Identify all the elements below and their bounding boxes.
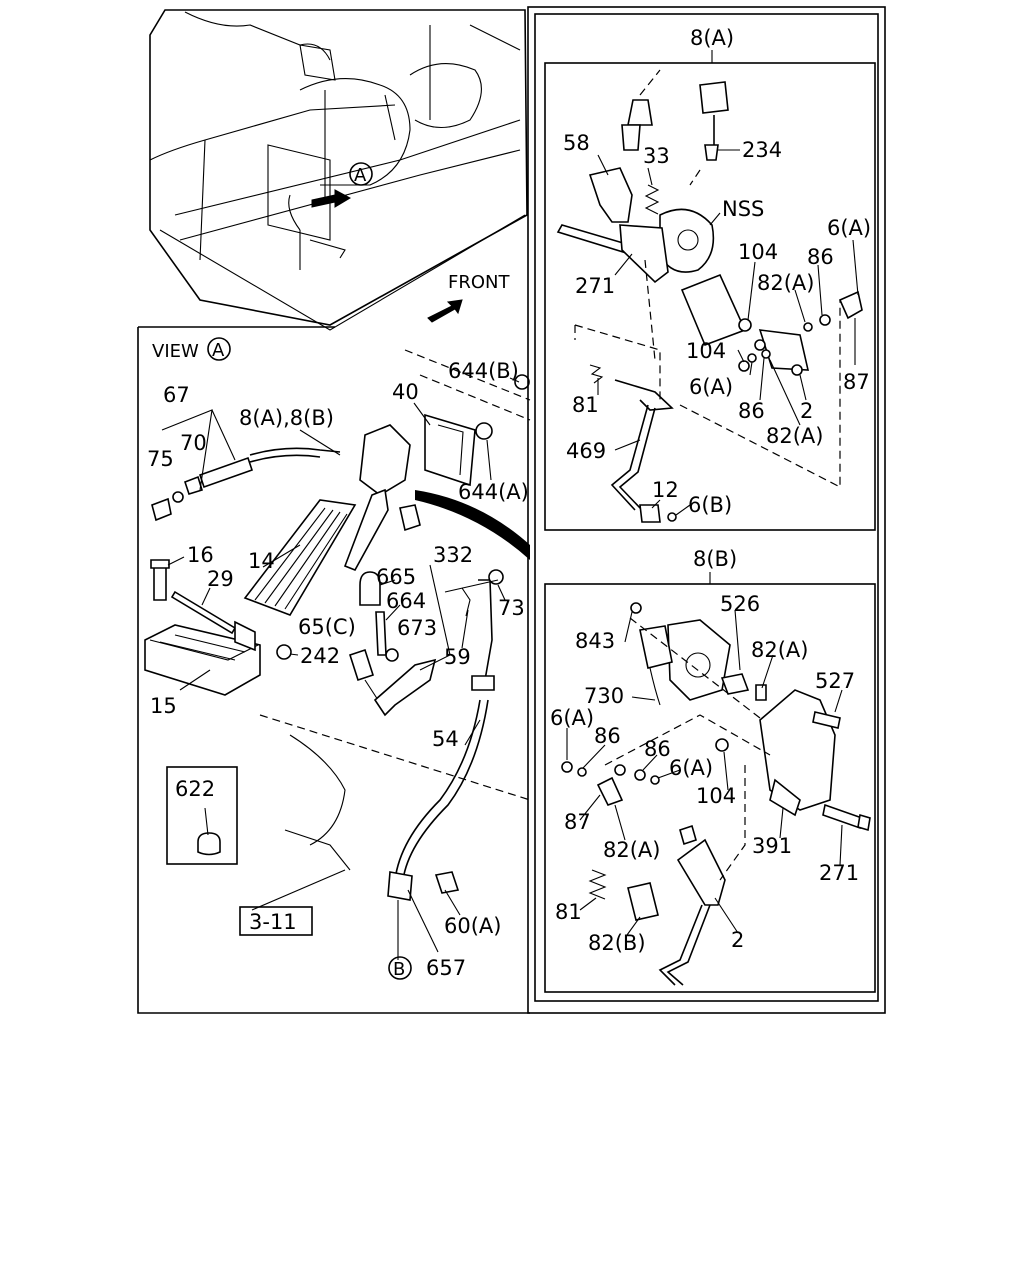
detail-8b-panel: 8(B)	[544, 547, 876, 993]
8a-callout-87: 87	[843, 370, 870, 394]
view-label: VIEW	[152, 341, 199, 362]
8a-callout-469: 469	[566, 439, 606, 463]
8a-callout-2: 2	[800, 399, 813, 423]
8a-callout-104-mid: 104	[686, 339, 726, 363]
callout-332: 332	[433, 543, 473, 567]
detail-8b-callouts: 526 843 82(A) 527 730 6(A) 86 86 6(A) 10…	[550, 592, 859, 955]
callout-29: 29	[207, 567, 234, 591]
view-marker: A	[212, 340, 225, 361]
callout-54: 54	[432, 727, 459, 751]
circle-b-label: B	[393, 959, 405, 980]
8a-callout-86-mid: 86	[738, 399, 765, 423]
callout-60a: 60(A)	[444, 914, 501, 938]
8a-callout-6a-mid: 6(A)	[689, 375, 733, 399]
8b-callout-527: 527	[815, 669, 855, 693]
8b-callout-843: 843	[575, 629, 615, 653]
callout-242: 242	[300, 644, 340, 668]
8a-callout-6b: 6(B)	[688, 493, 732, 517]
detail-8a-title: 8(A)	[690, 26, 734, 50]
callout-14: 14	[248, 549, 275, 573]
detail-8a-panel: 8(A)	[544, 26, 876, 531]
view-a-callouts: 67 70 75 8(A),8(B) 40 644(B) 644(A) 16 1…	[147, 359, 529, 980]
callout-644a: 644(A)	[458, 480, 529, 504]
callout-644b: 644(B)	[448, 359, 519, 383]
8b-callout-82a-low: 82(A)	[603, 838, 660, 862]
8a-callout-6a-top: 6(A)	[827, 216, 871, 240]
ref-box-3-11: 3-11	[249, 910, 297, 934]
vehicle-overview: A FRONT	[149, 9, 528, 331]
callout-40: 40	[392, 380, 419, 404]
front-label: FRONT	[448, 272, 510, 293]
8b-callout-730: 730	[584, 684, 624, 708]
view-a-drawing	[144, 349, 531, 960]
8b-callout-526: 526	[720, 592, 760, 616]
detail-panels-frame	[527, 6, 886, 1014]
detail-8a-callouts: 58 33 234 NSS 6(A) 104 86 271 82(A) 104 …	[563, 131, 871, 517]
8b-callout-391: 391	[752, 834, 792, 858]
8b-callout-82a-top: 82(A)	[751, 638, 808, 662]
8b-callout-87: 87	[564, 810, 591, 834]
8a-callout-104-top: 104	[738, 240, 778, 264]
8a-callout-nss: NSS	[722, 197, 764, 221]
8a-callout-271: 271	[575, 274, 615, 298]
callout-73: 73	[498, 596, 525, 620]
callout-673: 673	[397, 616, 437, 640]
8b-callout-81: 81	[555, 900, 582, 924]
callout-70: 70	[180, 431, 207, 455]
circle-a-label: A	[354, 165, 367, 186]
8b-callout-86-left: 86	[594, 724, 621, 748]
callout-16: 16	[187, 543, 214, 567]
8a-callout-33: 33	[643, 144, 670, 168]
8a-callout-234: 234	[742, 138, 782, 162]
callout-657: 657	[426, 956, 466, 980]
8b-callout-104: 104	[696, 784, 736, 808]
8b-callout-271: 271	[819, 861, 859, 885]
callout-75: 75	[147, 447, 174, 471]
8b-callout-2: 2	[731, 928, 744, 952]
detail-8b-title: 8(B)	[693, 547, 737, 571]
callout-664: 664	[386, 589, 426, 613]
8a-callout-81: 81	[572, 393, 599, 417]
callout-665: 665	[376, 565, 416, 589]
8b-callout-6a-mid: 6(A)	[669, 756, 713, 780]
view-a-frame: VIEW A	[137, 326, 530, 1014]
8a-callout-12: 12	[652, 478, 679, 502]
8b-callout-86-mid: 86	[644, 737, 671, 761]
callout-15: 15	[150, 694, 177, 718]
callout-67: 67	[163, 383, 190, 407]
callout-59: 59	[444, 645, 471, 669]
8a-callout-82a-low: 82(A)	[766, 424, 823, 448]
8b-callout-82b: 82(B)	[588, 931, 646, 955]
callout-65c: 65(C)	[298, 615, 356, 639]
box-622-label: 622	[175, 777, 215, 801]
8a-callout-82a-top: 82(A)	[757, 271, 814, 295]
8a-callout-86-top: 86	[807, 245, 834, 269]
8b-callout-6a-left: 6(A)	[550, 706, 594, 730]
callout-8a-8b: 8(A),8(B)	[239, 406, 334, 430]
8a-callout-58: 58	[563, 131, 590, 155]
